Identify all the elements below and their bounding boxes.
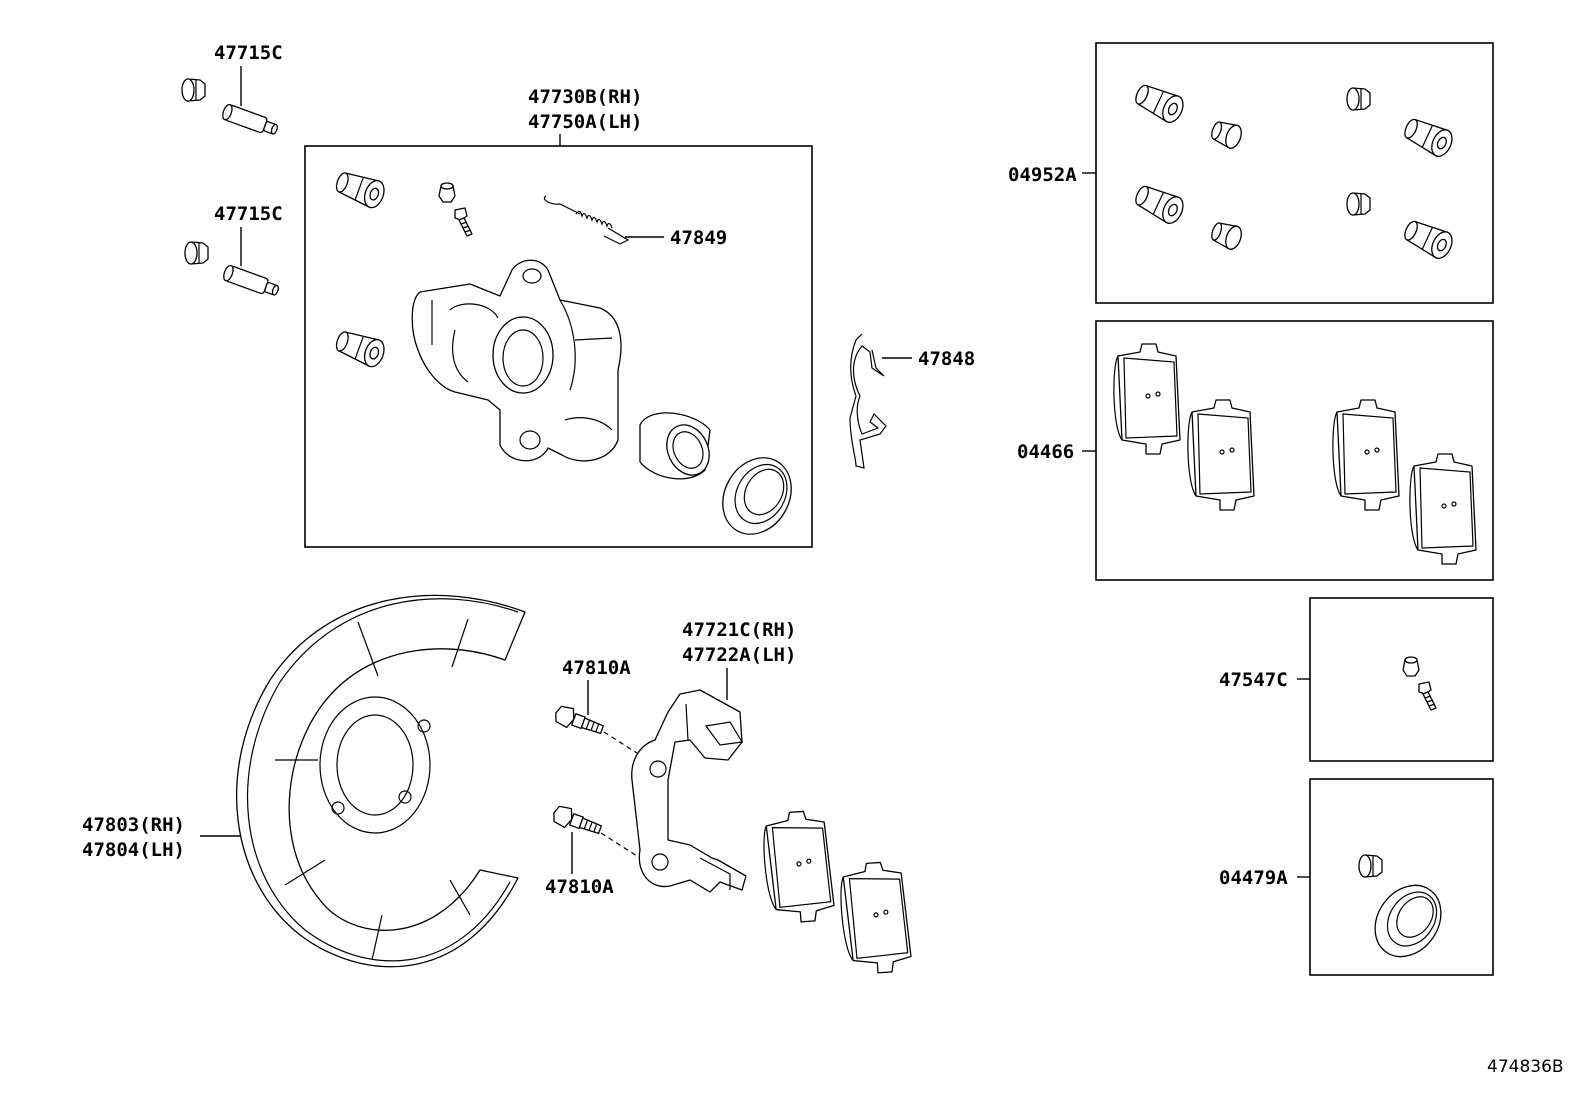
caliper-spring-47849 bbox=[543, 195, 630, 245]
label-47750a: 47750A(LH) bbox=[528, 111, 642, 133]
caliper-sleeve-bottom bbox=[332, 325, 389, 370]
bolt-guide-line-bottom bbox=[600, 832, 638, 857]
label-47848: 47848 bbox=[918, 348, 975, 370]
kit-04952a-parts bbox=[1130, 79, 1457, 263]
label-47721c: 47721C(RH) bbox=[682, 619, 796, 641]
label-47547c: 47547C bbox=[1219, 669, 1288, 691]
kit-box-04479a bbox=[1309, 778, 1494, 976]
label-47730b: 47730B(RH) bbox=[528, 86, 642, 108]
label-04479a: 04479A bbox=[1219, 867, 1288, 889]
guide-pin-set-top bbox=[181, 78, 281, 139]
mounting-bolt-top bbox=[551, 702, 607, 740]
label-47722a: 47722A(LH) bbox=[682, 644, 796, 666]
label-47810a-bottom: 47810A bbox=[545, 876, 614, 898]
label-47804: 47804(LH) bbox=[82, 839, 185, 861]
guide-pin-set-middle bbox=[184, 241, 282, 300]
kit-box-47547c bbox=[1309, 597, 1494, 762]
kit-box-04466 bbox=[1095, 320, 1494, 581]
caliper-body bbox=[411, 259, 622, 462]
brake-pad-inner bbox=[760, 809, 836, 925]
kit-04466-parts bbox=[1113, 343, 1477, 565]
caliper-bleeder bbox=[438, 182, 473, 237]
caliper-mounting-bracket bbox=[631, 689, 747, 893]
anti-rattle-clip-47848 bbox=[849, 333, 887, 469]
bolt-guide-line-top bbox=[603, 731, 641, 756]
caliper-sleeve-top bbox=[332, 166, 389, 211]
mounting-bolt-bottom bbox=[549, 802, 605, 840]
label-47803: 47803(RH) bbox=[82, 814, 185, 836]
disc-dust-shield bbox=[236, 594, 526, 968]
kit-box-04952a bbox=[1095, 42, 1494, 304]
kit-04479a-parts bbox=[1358, 854, 1442, 958]
label-47715c-mid: 47715C bbox=[214, 203, 283, 225]
label-47715c-top: 47715C bbox=[214, 42, 283, 64]
label-47849: 47849 bbox=[670, 227, 727, 249]
label-04952a: 04952A bbox=[1008, 164, 1077, 186]
caliper-piston bbox=[639, 412, 711, 480]
leader-lines bbox=[200, 66, 1310, 878]
diagram-reference-number: 474836B bbox=[1487, 1057, 1564, 1077]
label-04466: 04466 bbox=[1017, 441, 1074, 463]
label-47810a-top: 47810A bbox=[562, 657, 631, 679]
kit-47547c-parts bbox=[1402, 656, 1437, 711]
brake-pad-outer bbox=[837, 860, 913, 976]
caliper-assembly-box bbox=[304, 145, 813, 548]
caliper-seal bbox=[722, 457, 792, 535]
